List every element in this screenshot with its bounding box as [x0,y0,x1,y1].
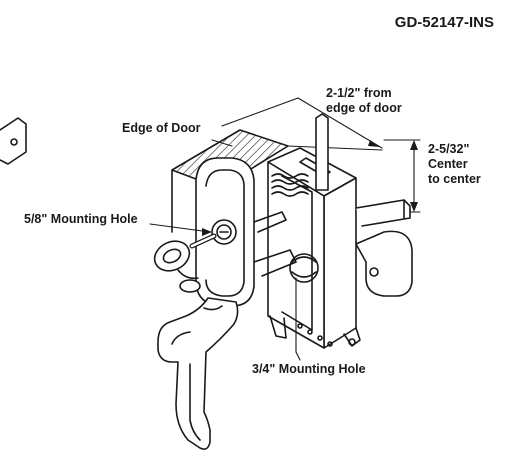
label-center-line3: to center [428,172,481,186]
lock-chassis [267,113,361,349]
label-edge-of-door: Edge of Door [122,121,201,135]
latch-bolt [355,199,411,227]
edge-distance-dimension [221,97,383,151]
label-center-line1: 2-5/32" [428,142,470,156]
latch-hook [355,230,413,297]
document-code: GD-52147-INS [394,14,494,31]
lever-handle [157,297,239,450]
label-from-edge-line2: edge of door [326,101,402,115]
spindle [253,211,297,277]
escutcheon-plate [195,157,255,307]
key [153,233,217,293]
label-mounting-hole-small: 5/8" Mounting Hole [24,212,138,226]
strike-plate [0,117,27,165]
label-from-edge-line1: 2-1/2" from [326,86,392,100]
leader-lines [149,139,301,361]
label-center-line2: Center [428,157,468,171]
label-mounting-hole-large: 3/4" Mounting Hole [252,362,366,376]
